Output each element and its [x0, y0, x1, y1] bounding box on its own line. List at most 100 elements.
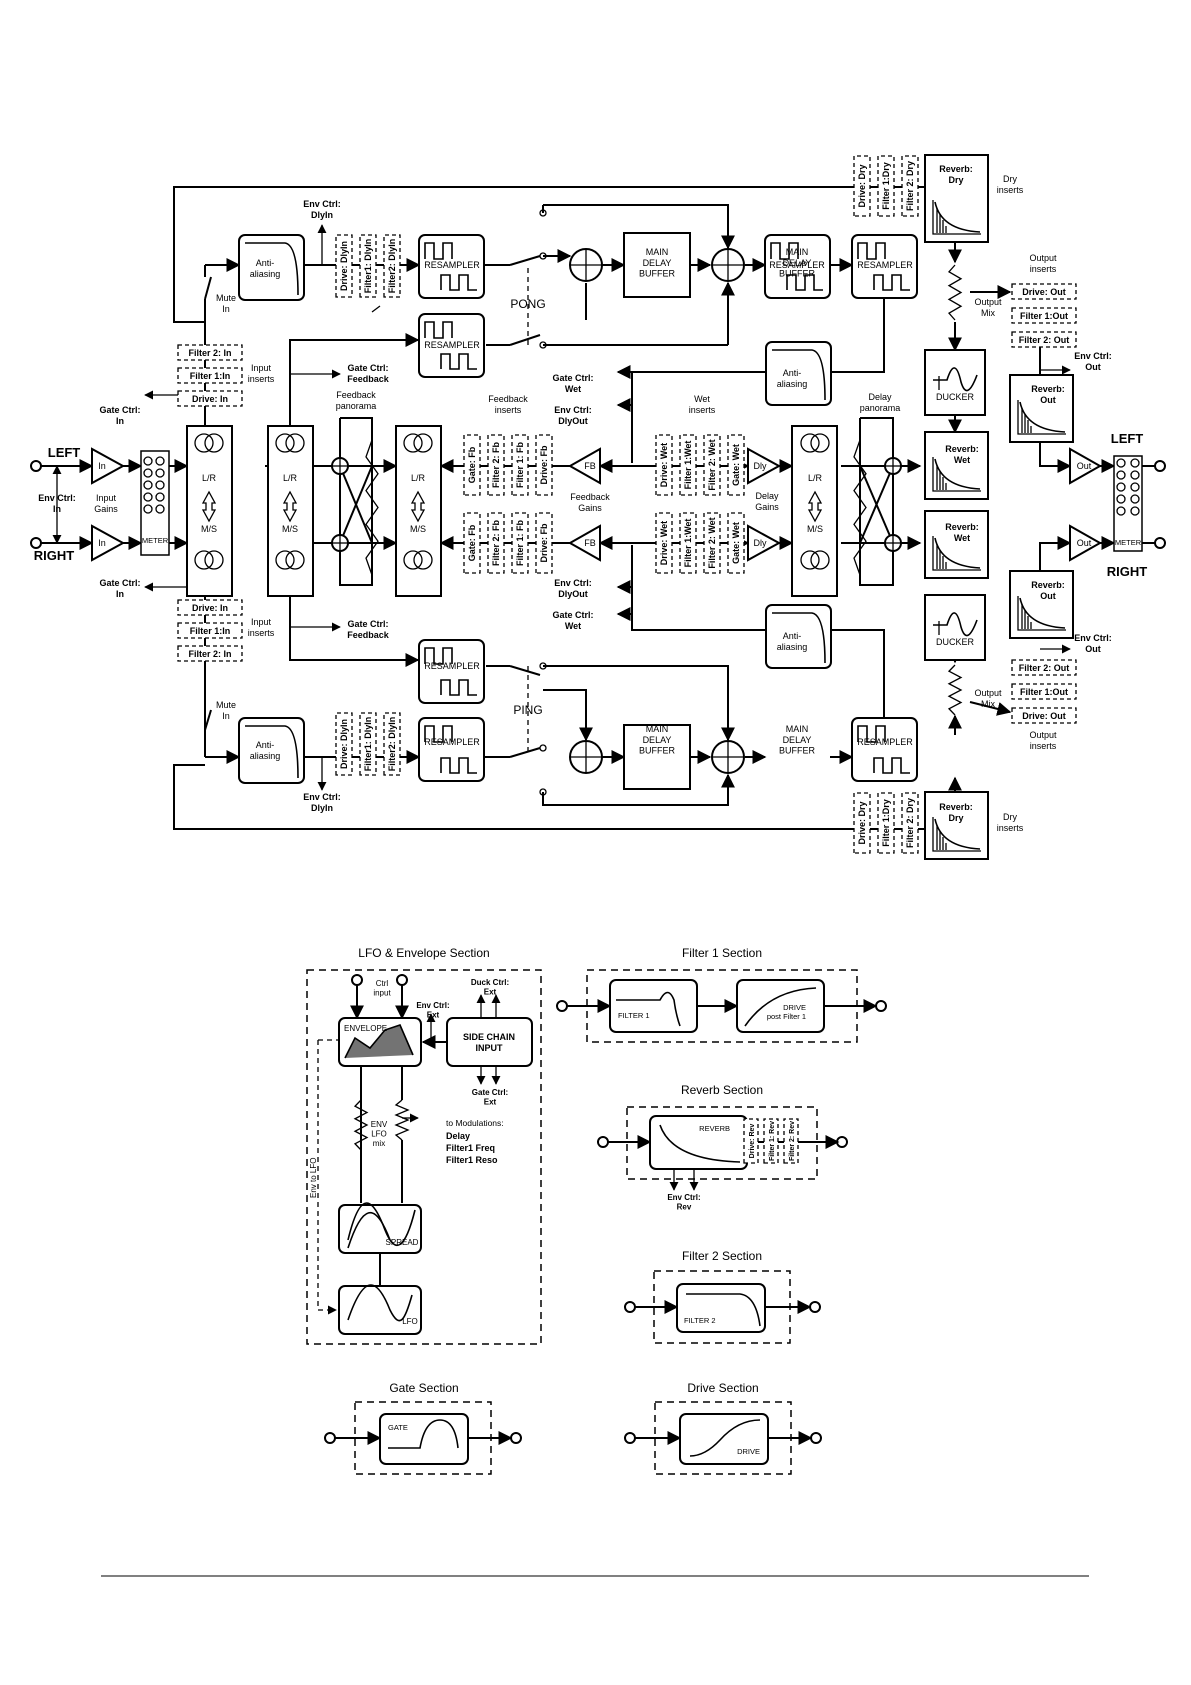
label-resampler-5: RESAMPLER	[424, 737, 480, 747]
vinsert-filter2-rev: Filter 2: Rev	[789, 1121, 796, 1161]
meter-led-icon	[1130, 494, 1140, 504]
meter-led-icon	[1130, 506, 1140, 516]
insert-boxes: Filter 2: In Filter 1:In Drive: In Drive…	[177, 283, 1077, 724]
vinsert-filter2-fb-bottom: Filter 2: Fb	[491, 520, 501, 567]
vertical-insert-boxes: Drive: DlyIn Filter1: DlyIn Filter2: Dly…	[335, 155, 919, 1164]
transformer-icon	[413, 433, 433, 453]
vinsert-drive-dry-top: Drive: Dry	[857, 164, 867, 207]
label-filter1: FILTER 1	[618, 1011, 650, 1020]
meter-led-icon	[1116, 470, 1126, 480]
label-lr-2: L/R	[283, 473, 298, 483]
label-meter-out: METER	[1115, 538, 1142, 547]
label-mod-freq: Filter1 Freq	[446, 1143, 495, 1153]
insert-drive-in-bottom: Drive: In	[192, 603, 228, 613]
transformer-icon	[204, 550, 224, 570]
label-mod-reso: Filter1 Reso	[446, 1155, 498, 1165]
bidirectional-arrow-icon	[410, 490, 426, 523]
label-drive: DRIVE	[737, 1447, 760, 1456]
meter-led-icon	[1116, 494, 1126, 504]
vinsert-filter2-fb-top: Filter 2: Fb	[491, 442, 501, 489]
label-gate-wet-top: Gate Ctrl:Wet	[552, 373, 593, 394]
filter1-section	[556, 969, 887, 1043]
label-ping: PING	[513, 703, 542, 717]
label-filter2: FILTER 2	[684, 1316, 716, 1325]
label-fb-2: FB	[584, 538, 596, 548]
reverb-axis-icon	[1017, 400, 1066, 435]
label-lfo: LFO	[402, 1317, 418, 1326]
transformer-icon	[194, 550, 214, 570]
label-gate: GATE	[388, 1423, 408, 1432]
vinsert-drive-dry-bottom: Drive: Dry	[857, 801, 867, 844]
transformer-icon	[204, 433, 224, 453]
label-ducker-top: DUCKER	[936, 392, 975, 402]
meter-led-icon	[1130, 458, 1140, 468]
vinsert-filter2-wet-top: Filter 2: Wet	[707, 439, 717, 490]
meter-led-icon	[155, 456, 165, 466]
lfo-envelope-section	[306, 969, 542, 1345]
label-resampler-7: RESAMPLER	[857, 260, 913, 270]
label-envelope: ENVELOPE	[344, 1024, 387, 1033]
label-to-modulations: to Modulations:	[446, 1118, 504, 1128]
square-wave-icon	[424, 725, 453, 743]
label-ms-2: M/S	[282, 524, 298, 534]
label-gain-out-2: Out	[1077, 538, 1092, 548]
reverb-decay-icon	[934, 818, 981, 850]
square-wave-icon	[440, 679, 477, 696]
transformer-icon	[403, 550, 423, 570]
label-resampler-2: RESAMPLER	[424, 340, 480, 350]
square-wave-icon	[770, 242, 799, 260]
label-env-out-bottom: Env Ctrl:Out	[1074, 633, 1112, 654]
insert-filter2-in-top: Filter 2: In	[188, 348, 231, 358]
label-gate-ext: Gate Ctrl:Ext	[472, 1088, 508, 1107]
insert-filter1-in-bottom: Filter 1:In	[190, 626, 231, 636]
square-wave-icon	[440, 274, 477, 291]
vinsert-drive-wet-bottom: Drive: Wet	[659, 521, 669, 565]
insert-filter1-out-bottom: Filter 1:Out	[1020, 687, 1068, 697]
meter-led-icon	[143, 480, 153, 490]
label-env-dlyin-bottom: Env Ctrl:DlyIn	[303, 792, 341, 813]
meter-led-icon	[143, 492, 153, 502]
transformer-icon	[285, 550, 305, 570]
insert-filter1-out-top: Filter 1:Out	[1020, 311, 1068, 321]
label-reverb-out-top: Reverb:Out	[1031, 384, 1065, 405]
label-mod-delay: Delay	[446, 1131, 470, 1141]
label-reverb-out-bottom: Reverb:Out	[1031, 580, 1065, 601]
meter-led-icon	[143, 504, 153, 514]
vinsert-filter1-fb-bottom: Filter 1: Fb	[515, 520, 525, 567]
square-wave-icon	[873, 274, 910, 291]
transformer-icon	[275, 433, 295, 453]
label-right-out: RIGHT	[1107, 564, 1148, 579]
label-reverb: REVERB	[699, 1124, 730, 1133]
insert-drive-in-top: Drive: In	[192, 394, 228, 404]
vinsert-filter1-fb-top: Filter 1: Fb	[515, 442, 525, 489]
meter-led-icon	[1130, 470, 1140, 480]
vinsert-drive-dlyin-bottom: Drive: DlyIn	[339, 719, 349, 769]
reverb-decay-icon	[1019, 401, 1066, 433]
label-lr-3: L/R	[411, 473, 426, 483]
label-anti-aliasing-1: Anti-aliasing	[250, 258, 281, 279]
gate-section-title: Gate Section	[389, 1381, 458, 1395]
pot-wiper-icon	[371, 305, 381, 313]
label-duck-ext: Duck Ctrl:Ext	[471, 978, 509, 997]
vinsert-drive-fb-bottom: Drive: Fb	[539, 523, 549, 563]
vinsert-filter2-dry-bottom: Filter 2: Dry	[905, 798, 915, 848]
label-env-dlyout-bottom: Env Ctrl:DlyOut	[554, 578, 592, 599]
meter-led-icon	[1116, 506, 1126, 516]
gate-section	[324, 1401, 522, 1475]
